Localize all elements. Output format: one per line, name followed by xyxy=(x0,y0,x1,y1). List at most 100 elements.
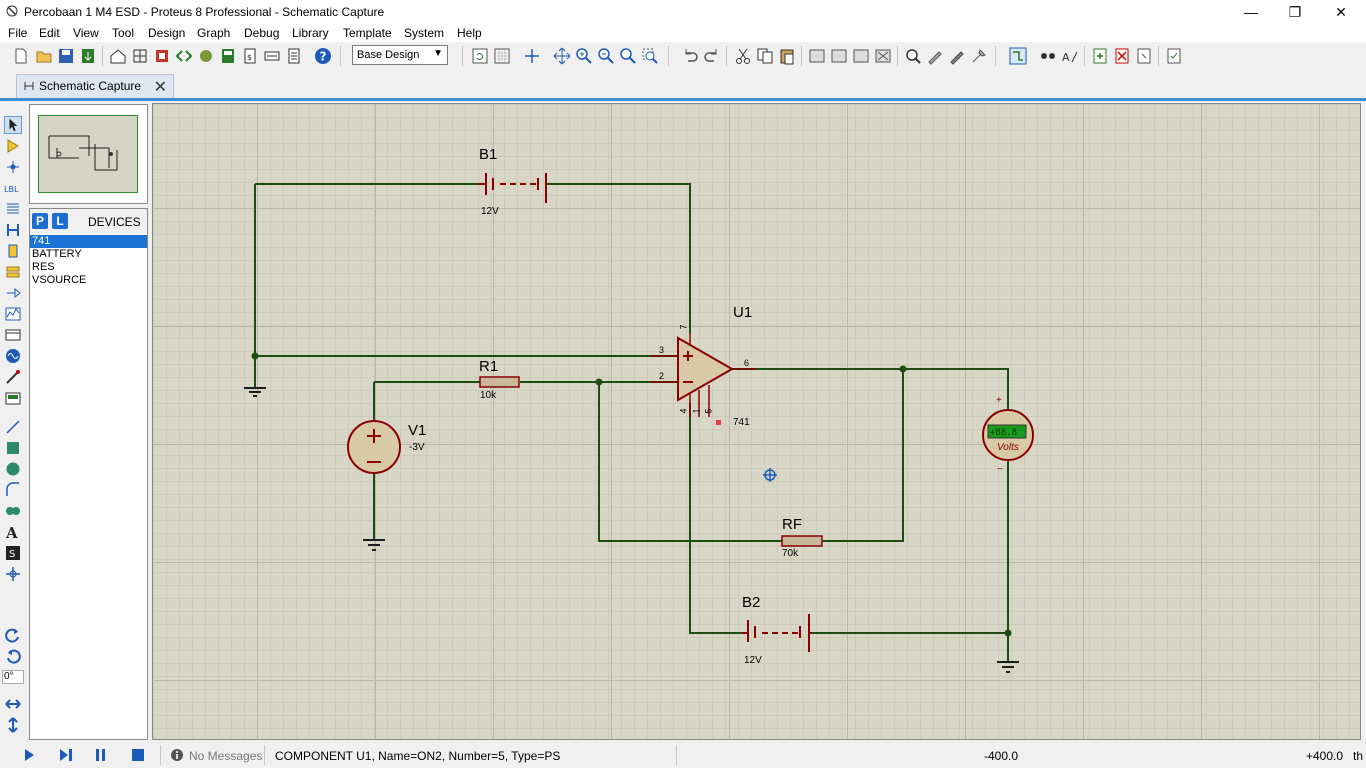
bom-icon[interactable]: $ xyxy=(240,46,260,66)
close-tab-icon[interactable]: ✕ xyxy=(153,79,167,96)
device-item[interactable]: BATTERY xyxy=(32,248,82,260)
search-tag-icon[interactable] xyxy=(1038,46,1058,66)
rotate-clockwise-icon[interactable] xyxy=(4,627,22,645)
messages-status[interactable]: No Messages xyxy=(189,749,263,763)
line-tool-icon[interactable] xyxy=(4,418,22,436)
graph-mode-icon[interactable] xyxy=(4,305,22,323)
path-tool-icon[interactable] xyxy=(4,502,22,520)
block-rotate-icon[interactable] xyxy=(851,46,871,66)
menu-design[interactable]: Design xyxy=(148,26,186,40)
undo-icon[interactable] xyxy=(680,46,700,66)
schematic-canvas[interactable] xyxy=(152,103,1361,740)
zoom-in-icon[interactable] xyxy=(574,46,594,66)
device-item[interactable]: VSOURCE xyxy=(32,274,87,286)
step-icon[interactable] xyxy=(58,748,74,762)
overview-window[interactable] xyxy=(29,104,148,204)
text-script-icon[interactable] xyxy=(4,200,22,218)
import-icon[interactable] xyxy=(78,46,98,66)
maximize-button[interactable]: ❐ xyxy=(1272,0,1318,24)
menu-system[interactable]: System xyxy=(404,26,445,40)
menu-template[interactable]: Template xyxy=(343,26,392,40)
library-manager-button[interactable]: L xyxy=(52,213,68,229)
schematic-icon[interactable] xyxy=(130,46,150,66)
arc-tool-icon[interactable] xyxy=(4,481,22,499)
close-icon: ✕ xyxy=(1335,3,1347,20)
menu-file[interactable]: File xyxy=(8,26,28,40)
tape-recorder-icon[interactable] xyxy=(4,326,22,344)
pause-icon[interactable] xyxy=(94,748,108,762)
pcb-layout-icon[interactable] xyxy=(152,46,172,66)
packaging-tool-icon[interactable] xyxy=(947,46,967,66)
menu-library[interactable]: Library xyxy=(292,26,329,40)
buses-icon[interactable] xyxy=(4,221,22,239)
redo-icon[interactable] xyxy=(702,46,722,66)
make-device-icon[interactable] xyxy=(925,46,945,66)
refresh-icon[interactable] xyxy=(470,46,490,66)
flip-horizontal-icon[interactable] xyxy=(4,695,22,713)
stop-icon[interactable] xyxy=(131,748,145,762)
home-icon[interactable] xyxy=(108,46,128,66)
close-button[interactable]: ✕ xyxy=(1318,0,1364,24)
flip-vertical-icon[interactable] xyxy=(4,716,22,734)
menu-graph[interactable]: Graph xyxy=(197,26,231,40)
exit-to-parent-icon[interactable] xyxy=(1134,46,1154,66)
play-icon[interactable] xyxy=(22,748,36,762)
paste-icon[interactable] xyxy=(777,46,797,66)
zoom-out-icon[interactable] xyxy=(596,46,616,66)
pick-devices-button[interactable]: P xyxy=(32,213,48,229)
circle-tool-icon[interactable] xyxy=(4,460,22,478)
menu-help[interactable]: Help xyxy=(457,26,482,40)
block-copy-icon[interactable] xyxy=(807,46,827,66)
pan-icon[interactable] xyxy=(552,46,572,66)
variant-select[interactable]: Base Design ▼ xyxy=(352,45,448,65)
3d-viewer-icon[interactable] xyxy=(196,46,216,66)
subcircuit-icon[interactable] xyxy=(4,242,22,260)
cut-icon[interactable] xyxy=(733,46,753,66)
terminals-icon[interactable] xyxy=(4,263,22,281)
new-file-icon[interactable] xyxy=(11,46,31,66)
device-pins-icon[interactable] xyxy=(4,284,22,302)
wire-autorouter-icon[interactable] xyxy=(1008,46,1028,66)
device-item[interactable]: 741 xyxy=(30,235,147,248)
text-tool-icon[interactable]: A xyxy=(4,523,22,541)
decompose-icon[interactable] xyxy=(969,46,989,66)
grid-toggle-icon[interactable] xyxy=(492,46,512,66)
design-explorer-icon[interactable] xyxy=(262,46,282,66)
open-folder-icon[interactable] xyxy=(34,46,54,66)
virtual-instruments-icon[interactable] xyxy=(4,389,22,407)
zoom-all-icon[interactable] xyxy=(618,46,638,66)
tab-schematic-capture[interactable]: Schematic Capture ✕ xyxy=(16,74,174,98)
block-delete-icon[interactable] xyxy=(873,46,893,66)
menu-tool[interactable]: Tool xyxy=(112,26,135,40)
property-assignment-icon[interactable]: A xyxy=(1060,46,1080,66)
block-move-icon[interactable] xyxy=(829,46,849,66)
help-icon[interactable]: ? xyxy=(313,46,333,66)
new-sheet-icon[interactable] xyxy=(1090,46,1110,66)
electrical-rule-check-icon[interactable] xyxy=(1164,46,1184,66)
rotate-anticlockwise-icon[interactable] xyxy=(4,648,22,666)
junction-dot-icon[interactable] xyxy=(4,158,22,176)
pick-device-icon[interactable] xyxy=(903,46,923,66)
menu-edit[interactable]: Edit xyxy=(39,26,60,40)
menu-view[interactable]: View xyxy=(73,26,99,40)
copy-icon[interactable] xyxy=(755,46,775,66)
rotation-angle-field[interactable]: 0° xyxy=(2,670,24,684)
remove-sheet-icon[interactable] xyxy=(1112,46,1132,66)
generator-mode-icon[interactable] xyxy=(4,347,22,365)
voltage-probe-icon[interactable] xyxy=(4,368,22,386)
selection-mode-icon[interactable] xyxy=(4,116,22,134)
save-icon[interactable] xyxy=(56,46,76,66)
origin-icon[interactable] xyxy=(522,46,542,66)
zoom-area-icon[interactable] xyxy=(640,46,660,66)
gerber-icon[interactable] xyxy=(218,46,238,66)
symbol-tool-icon[interactable]: S xyxy=(4,544,22,562)
menu-debug[interactable]: Debug xyxy=(244,26,280,40)
source-code-icon[interactable] xyxy=(174,46,194,66)
minimize-button[interactable]: — xyxy=(1228,0,1274,24)
notes-icon[interactable] xyxy=(284,46,304,66)
device-item[interactable]: RES xyxy=(32,261,55,273)
wire-label-icon[interactable]: LBL xyxy=(4,179,22,197)
component-mode-icon[interactable] xyxy=(4,137,22,155)
box-tool-icon[interactable] xyxy=(4,439,22,457)
marker-tool-icon[interactable] xyxy=(4,565,22,583)
